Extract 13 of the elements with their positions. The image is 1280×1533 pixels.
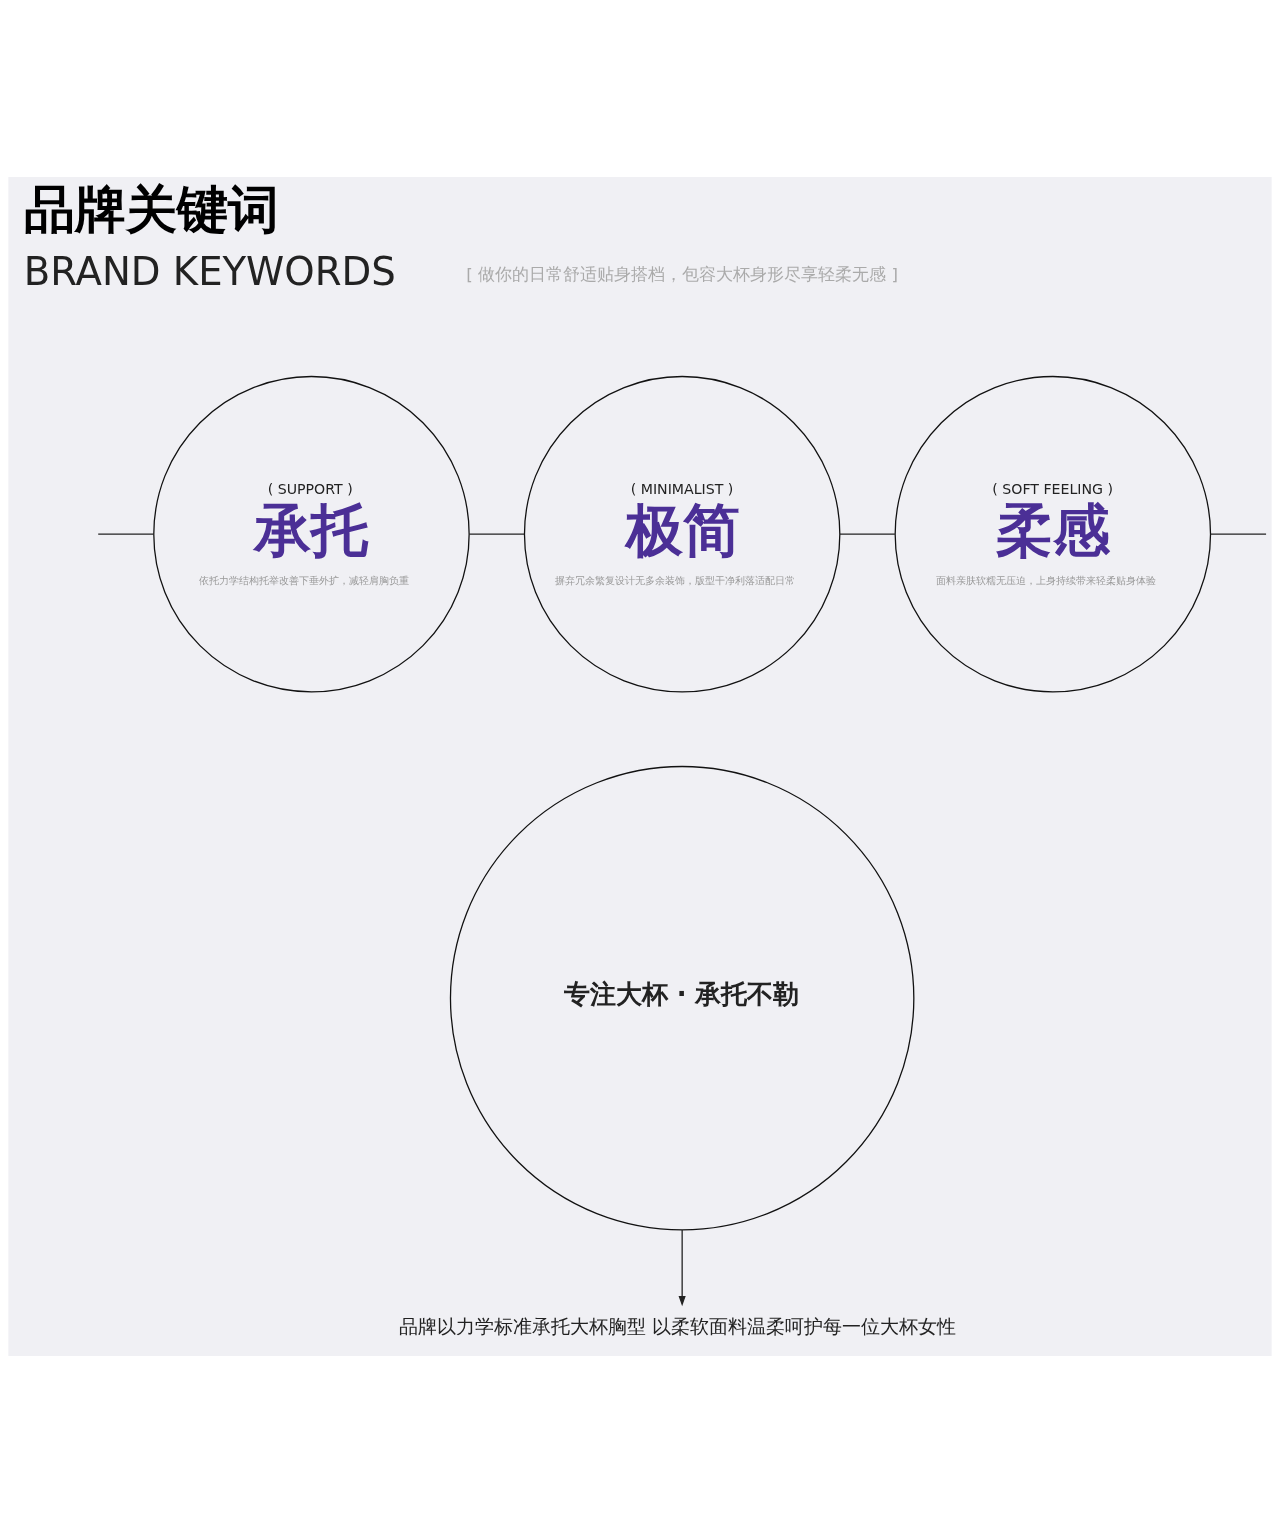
connector — [468, 533, 525, 535]
node-circle: ( MINIMALIST ) 极简 摒弃冗余繁复设计无多余装饰，版型干净利落适配日常 — [523, 375, 841, 693]
arrow — [678, 1229, 686, 1307]
label: [ 做你的日常舒适贴身搭档，包容大杯身形尽享轻柔无感 ] — [466, 263, 898, 284]
diagram-title: 品牌关键词 — [23, 179, 279, 240]
label: BRAND KEYWORDS — [23, 249, 396, 295]
connector — [839, 533, 896, 535]
node-circle: ( SUPPORT ) 承托 依托力学结构托举改善下垂外扩，减轻肩胸负重 — [153, 375, 470, 693]
connector — [1209, 533, 1267, 535]
node-text: 品牌以力学标准承托大杯胸型 以柔软面料温柔呵护每一位大杯女性 — [398, 1314, 957, 1338]
node-circle: ( SOFT FEELING ) 柔感 面料亲肤软糯无压迫，上身持续带来轻柔贴身体验 — [894, 375, 1212, 693]
node-circle: 专注大杯 · 承托不勒 — [449, 765, 915, 1231]
connector — [97, 533, 155, 535]
